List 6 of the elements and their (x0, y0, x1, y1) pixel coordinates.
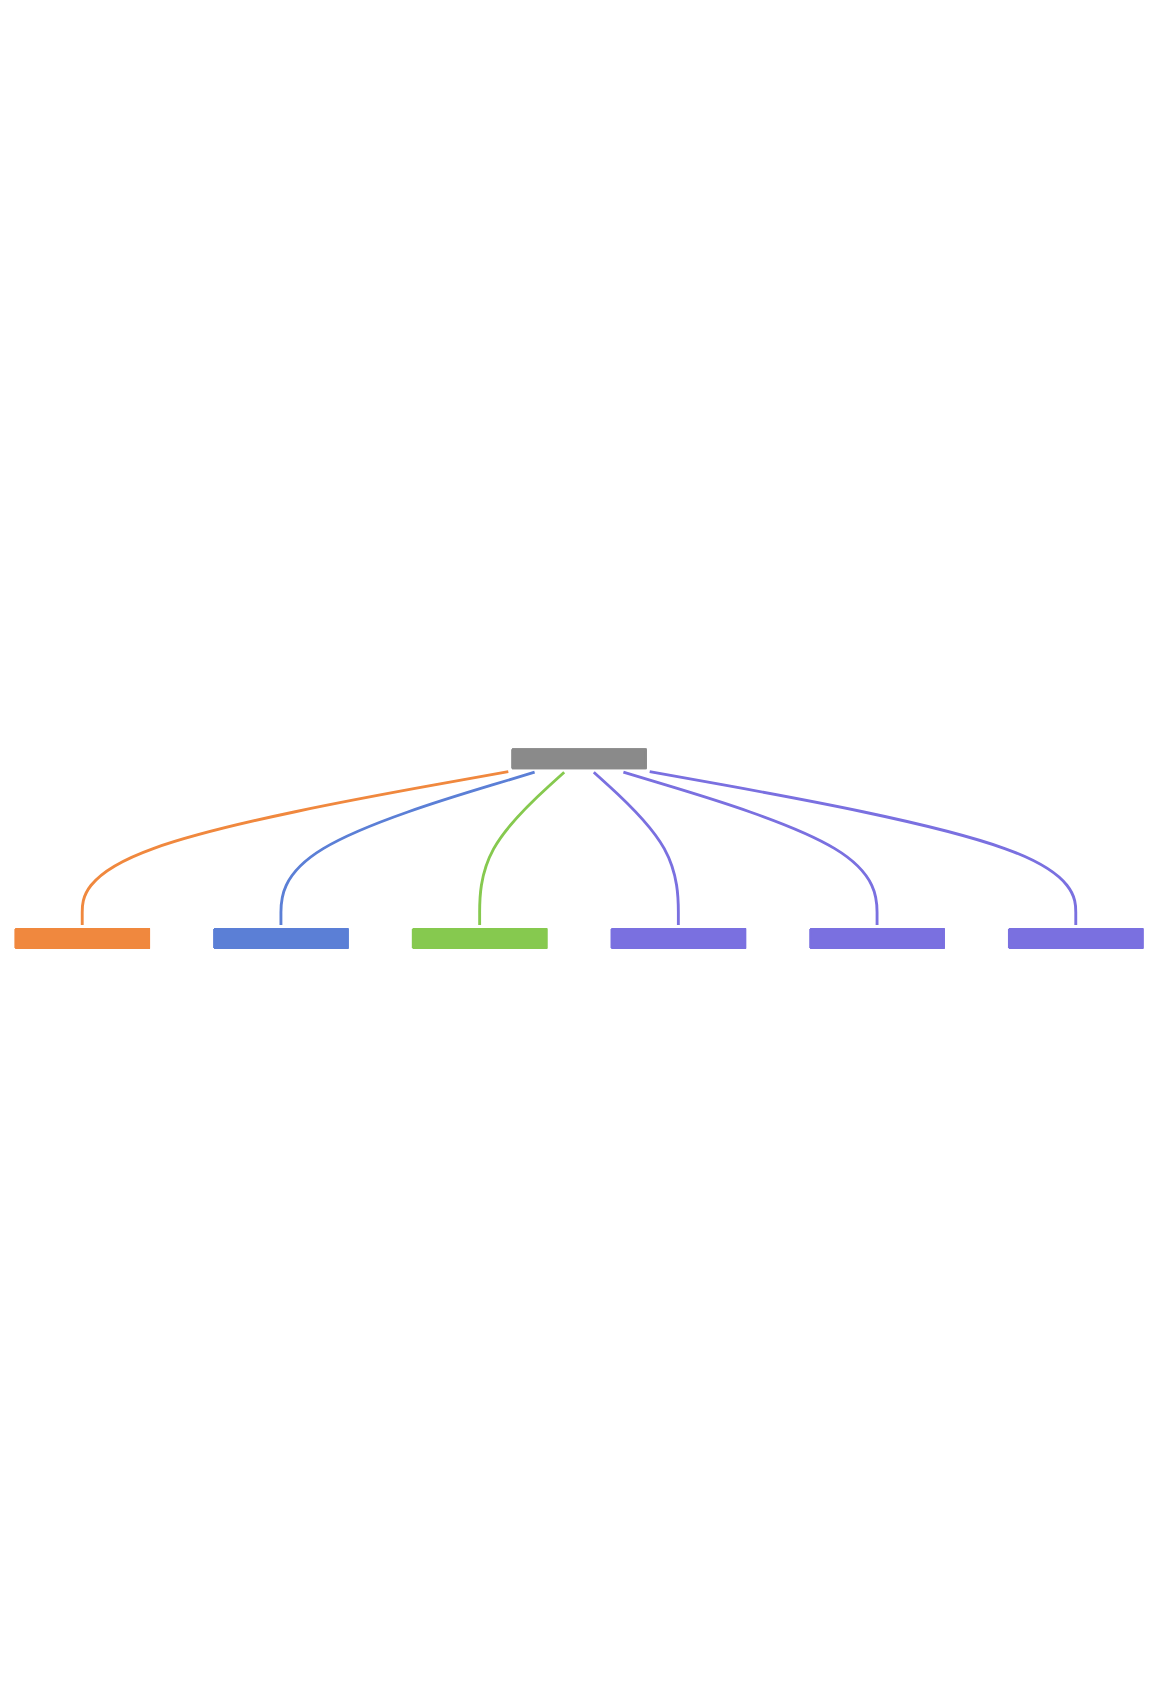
connector (649, 769, 1078, 925)
connector (80, 769, 509, 925)
connector (279, 770, 536, 925)
connector (622, 770, 879, 925)
connector (592, 770, 680, 925)
connector (478, 770, 566, 925)
